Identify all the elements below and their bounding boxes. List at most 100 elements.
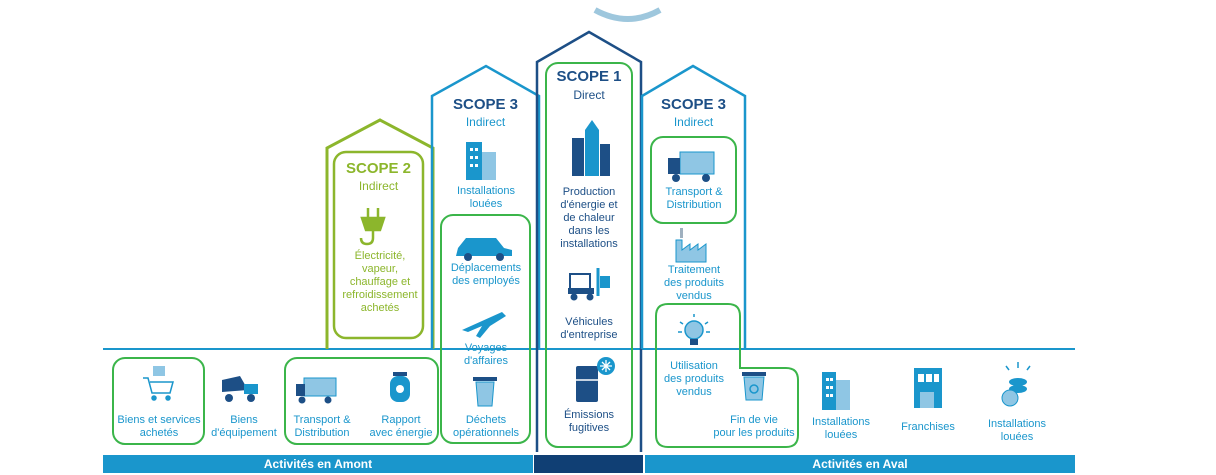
voyages-label: Voyages d'affaires bbox=[436, 342, 536, 368]
usage-box bbox=[655, 303, 799, 448]
factory-icon bbox=[675, 228, 707, 263]
scope2-item-line: chauffage et bbox=[349, 276, 411, 288]
scope1-title: SCOPE 1 bbox=[556, 68, 622, 85]
label-line: d'affaires bbox=[463, 355, 509, 367]
label-line: d'énergie et bbox=[560, 199, 618, 211]
installations-label: Installations louées bbox=[436, 185, 536, 211]
car-icon bbox=[456, 238, 512, 261]
amont-label: Activités en Amont bbox=[263, 457, 373, 471]
label-line: Installations bbox=[811, 416, 871, 428]
label-line: Production bbox=[562, 186, 616, 198]
travel-box bbox=[440, 214, 531, 444]
bar-aval bbox=[645, 455, 1075, 473]
scope1-subtitle: Direct bbox=[573, 88, 605, 102]
label-line: des employés bbox=[452, 275, 520, 287]
label-line: installations bbox=[560, 238, 618, 250]
label-line: Rapport bbox=[381, 414, 421, 426]
label-line: Installations bbox=[987, 418, 1047, 430]
label-line: Utilisation bbox=[670, 360, 718, 372]
label-line: d'équipement bbox=[211, 427, 277, 439]
dump-truck-icon bbox=[222, 376, 258, 402]
gas-cylinder-icon bbox=[390, 372, 410, 402]
label-line: de chaleur bbox=[563, 212, 615, 224]
scope1-box bbox=[545, 62, 633, 448]
label-line: Transport & bbox=[665, 186, 723, 198]
label-line: dans les bbox=[568, 225, 610, 237]
recycle-bin-icon bbox=[742, 372, 766, 401]
label-line: Déplacements bbox=[450, 262, 522, 274]
label-line: Véhicules bbox=[565, 316, 613, 328]
vehicules-label: Véhicules d'entreprise bbox=[546, 316, 632, 342]
scope2-subtitle: Indirect bbox=[358, 179, 399, 193]
transport-aval-box bbox=[650, 136, 737, 224]
label-line: vendus bbox=[676, 386, 712, 398]
airplane-icon bbox=[462, 312, 506, 338]
label-line: Distribution bbox=[294, 427, 350, 439]
building-aval-icon bbox=[822, 372, 850, 410]
city-icon bbox=[572, 120, 610, 176]
truck-aval-icon bbox=[668, 151, 715, 182]
label-line: Biens bbox=[230, 414, 258, 426]
coins-icon bbox=[1001, 362, 1031, 407]
scope3-right-subtitle: Indirect bbox=[673, 115, 714, 129]
rapport-label: Rapport avec énergie bbox=[362, 414, 440, 440]
production-label: Production d'énergie et de chaleur dans … bbox=[546, 186, 632, 251]
transport-amont-label: Transport & Distribution bbox=[284, 414, 360, 440]
dechets-label: Déchets opérationnels bbox=[436, 414, 536, 440]
cart-icon bbox=[143, 366, 174, 401]
label-line: louées bbox=[824, 429, 858, 441]
emissions-label: Émissions fugitives bbox=[546, 409, 632, 435]
traitement-label: Traitement des produits vendus bbox=[645, 264, 743, 303]
label-line: des produits bbox=[664, 277, 724, 289]
bar-amont bbox=[103, 455, 533, 473]
deplacements-label: Déplacements des employés bbox=[436, 262, 536, 288]
installations-aval-2-label: Installations louées bbox=[974, 418, 1060, 444]
franchises-label: Franchises bbox=[886, 421, 970, 434]
label-line: d'entreprise bbox=[560, 329, 618, 341]
scope3-left-title: SCOPE 3 bbox=[452, 96, 519, 113]
scope2-item-line: refroidissement bbox=[342, 289, 418, 301]
fridge-icon bbox=[576, 357, 615, 402]
bulb-icon bbox=[678, 314, 710, 345]
truck-icon bbox=[296, 377, 337, 404]
label-line: opérationnels bbox=[452, 427, 520, 439]
scope2-items: Électricité, vapeur, chauffage et refroi… bbox=[330, 250, 430, 315]
label-line: Déchets bbox=[465, 414, 507, 426]
label-line: Installations bbox=[456, 185, 516, 197]
trash-icon bbox=[473, 377, 497, 407]
label-line: Voyages bbox=[464, 342, 508, 354]
label-line: Émissions bbox=[563, 409, 615, 421]
goods-box bbox=[112, 357, 205, 445]
label-line: Traitement bbox=[667, 264, 721, 276]
label-line: pour les produits bbox=[713, 427, 795, 439]
aval-label: Activités en Aval bbox=[812, 457, 908, 471]
plug-icon bbox=[359, 208, 386, 246]
label-line: louées bbox=[469, 198, 503, 210]
scope2-item-line: Électricité, bbox=[354, 250, 406, 262]
scope3-left-subtitle: Indirect bbox=[465, 115, 506, 129]
fin-de-vie-label: Fin de vie pour les produits bbox=[708, 414, 800, 440]
forklift-icon bbox=[568, 268, 610, 301]
label-line: Franchises bbox=[901, 421, 955, 433]
label-line: Biens et services bbox=[117, 414, 201, 426]
scope2-item-line: vapeur, bbox=[361, 263, 399, 275]
label-line: Fin de vie bbox=[730, 414, 778, 426]
scope2-title: SCOPE 2 bbox=[345, 160, 412, 177]
scope3-right-house bbox=[640, 64, 747, 349]
bar-scope1 bbox=[534, 455, 643, 473]
utilisation-label: Utilisation des produits vendus bbox=[645, 360, 743, 399]
scope3-right-title: SCOPE 3 bbox=[660, 96, 727, 113]
transport-amont-box bbox=[284, 357, 439, 445]
scope2-box bbox=[332, 150, 425, 340]
label-line: louées bbox=[1000, 431, 1034, 443]
installations-aval-label: Installations louées bbox=[800, 416, 882, 442]
label-line: avec énergie bbox=[369, 427, 433, 439]
transport-aval-label: Transport & Distribution bbox=[645, 186, 743, 212]
biens-equipement-label: Biens d'équipement bbox=[202, 414, 286, 440]
label-line: vendus bbox=[676, 290, 712, 302]
label-line: fugitives bbox=[568, 422, 610, 434]
building-icon bbox=[466, 142, 496, 180]
storefront-icon bbox=[914, 368, 942, 408]
